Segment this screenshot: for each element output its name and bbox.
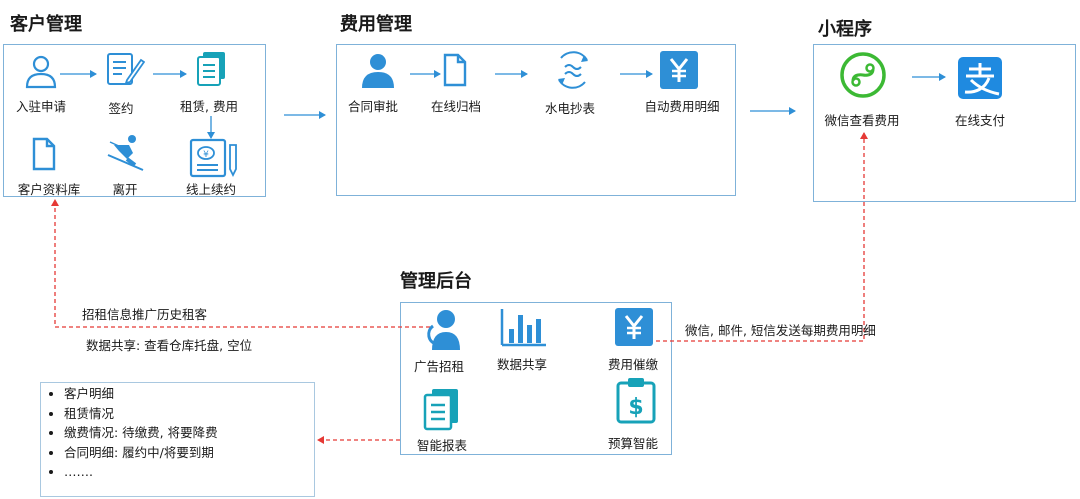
section-title-miniapp: 小程序: [818, 19, 872, 40]
label-auto-fee-detail: 自动费用明细: [644, 99, 720, 114]
alipay-icon: [958, 57, 1002, 99]
report-item-lease-status: 租赁情况: [64, 404, 218, 424]
water-meter-icon: [558, 51, 588, 89]
label-online-archive: 在线归档: [430, 99, 482, 114]
section-title-customer: 客户管理: [10, 14, 82, 35]
label-customer-db: 客户资料库: [17, 182, 81, 197]
label-apply: 入驻申请: [15, 99, 67, 114]
label-data-share: 数据共享: [496, 357, 548, 372]
label-leave: 离开: [112, 182, 138, 197]
online-renewal-icon: ¥: [189, 138, 237, 178]
documents-icon: [197, 52, 225, 86]
label-online-renew: 线上续约: [185, 182, 237, 197]
annotation-promote-history-tenants: 招租信息推广历史租客: [82, 307, 208, 322]
label-ad-leasing: 广告招租: [413, 359, 465, 374]
file-icon: [32, 137, 56, 171]
budget-clipboard-icon: $: [616, 378, 656, 424]
wechat-miniprogram-icon: [840, 52, 886, 98]
customer-service-icon: [427, 310, 460, 350]
report-item-more: …….: [64, 462, 218, 482]
report-box: [40, 382, 315, 497]
report-item-payment-status: 缴费情况: 待缴费, 将要降费: [64, 423, 218, 443]
label-wechat-view-fee: 微信查看费用: [824, 113, 900, 128]
label-fee-collection: 费用催缴: [607, 357, 659, 372]
svg-text:¥: ¥: [203, 150, 209, 160]
section-title-backend: 管理后台: [400, 271, 472, 292]
annotation-data-share-pallets: 数据共享: 查看仓库托盘, 空位: [86, 338, 253, 353]
label-smart-report: 智能报表: [416, 438, 468, 453]
user-filled-icon: [362, 54, 394, 88]
label-online-payment: 在线支付: [954, 113, 1006, 128]
report-item-customer-detail: 客户明细: [64, 384, 218, 404]
smart-report-icon: [423, 389, 458, 431]
dashed-route-to-wechat: [656, 132, 868, 342]
label-sign: 签约: [108, 101, 134, 116]
label-budget-intelligence: 预算智能: [607, 436, 659, 451]
label-lease-fee: 租赁, 费用: [180, 99, 238, 114]
dashed-route-to-customer-db: [51, 199, 430, 328]
report-item-contract-detail: 合同明细: 履约中/将要到期: [64, 443, 218, 463]
person-outline-icon: [25, 55, 57, 89]
contract-edit-icon: [107, 53, 145, 85]
label-contract-approval: 合同审批: [347, 99, 399, 114]
report-list: 客户明细 租赁情况 缴费情况: 待缴费, 将要降费 合同明细: 履约中/将要到期…: [46, 384, 218, 482]
skier-icon: [107, 135, 144, 171]
label-meter-reading: 水电抄表: [544, 101, 596, 116]
archive-file-icon: [443, 53, 467, 87]
section-title-fee: 费用管理: [340, 14, 412, 35]
yen-icon: [660, 51, 698, 89]
svg-text:$: $: [628, 395, 643, 420]
fee-collection-yen-icon: [615, 308, 653, 346]
bar-chart-icon: [500, 309, 546, 347]
annotation-notify-fee-details: 微信, 邮件, 短信发送每期费用明细: [685, 323, 876, 338]
